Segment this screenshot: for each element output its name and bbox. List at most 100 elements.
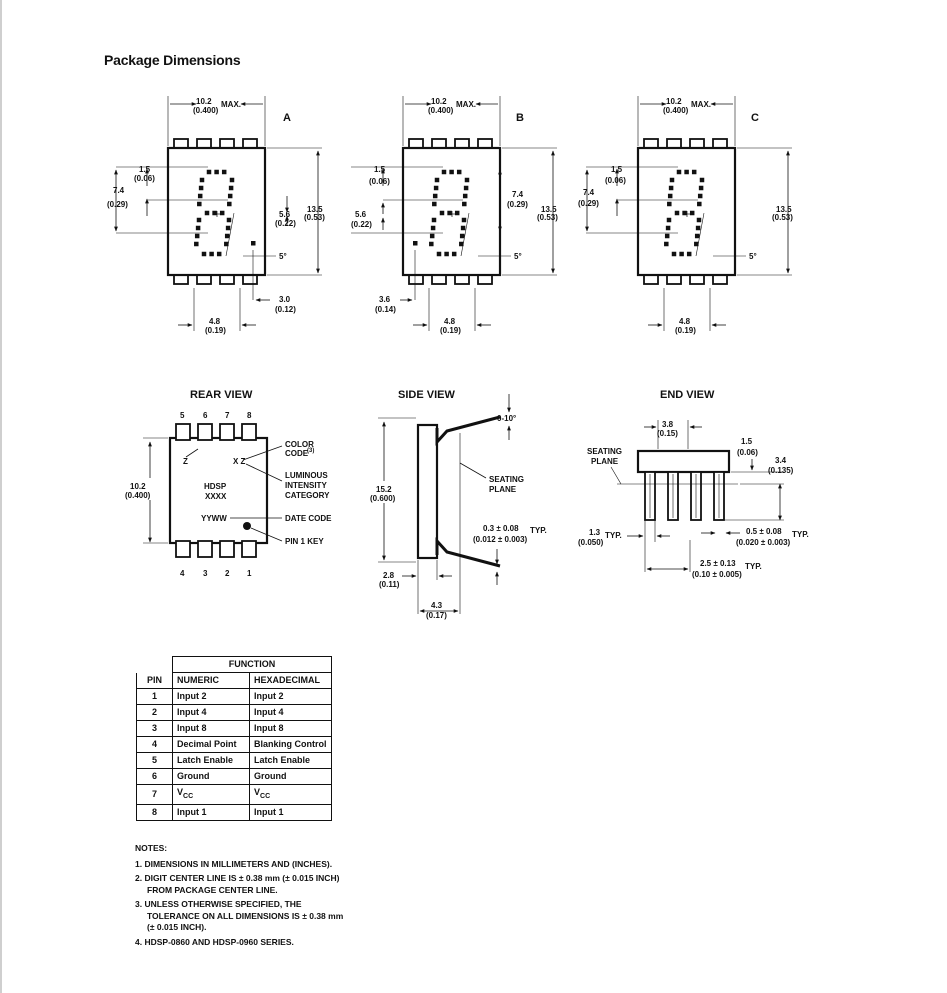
end-dim-pitch-in: (0.10 ± 0.005) (692, 570, 742, 579)
segment-dot (689, 210, 695, 216)
dim-digit-in-a: (0.29) (107, 200, 128, 209)
rear-body (168, 436, 269, 545)
dim-width-in-c: (0.400) (663, 106, 689, 115)
cell-text: 7 (151, 788, 157, 799)
side-view-title: SIDE VIEW (398, 389, 455, 401)
rear-bottom-pin (197, 540, 213, 558)
end-dim-r1-in: (0.06) (737, 448, 758, 457)
rear-top-pin (175, 423, 191, 441)
view-label-b: B (516, 112, 524, 124)
dim-top-a: 1.5 (139, 165, 151, 174)
segment-dot (686, 251, 692, 257)
cell-text: Ground (177, 771, 210, 781)
rear-pin-8: 8 (247, 411, 252, 420)
date-code: DATE CODE (285, 514, 332, 523)
rear-dim-w-in: (0.400) (125, 491, 151, 500)
dim-top-b: 1.5 (374, 165, 386, 174)
pin1-key: PIN 1 KEY (285, 537, 324, 546)
segment-dot (679, 251, 684, 257)
dim-pitch-c: 4.8 (679, 317, 691, 326)
col-pin-header: PIN (136, 672, 173, 689)
package-view-c (586, 96, 792, 331)
side-lead-top (435, 415, 501, 446)
dim-height-in-c: (0.53) (772, 213, 793, 222)
dim-height-in-b: (0.53) (537, 213, 558, 222)
segment-dot (696, 217, 702, 223)
dim-width-note-b: MAX. (456, 100, 476, 109)
segment-dot (229, 177, 235, 183)
lead-dim-in: (0.012 ± 0.003) (473, 535, 528, 544)
table-cell: 4 (136, 736, 173, 753)
cell-text: Input 4 (177, 707, 207, 717)
segment-dot (198, 185, 204, 191)
rear-top-pin (241, 423, 257, 441)
end-body (636, 449, 731, 474)
table-cell: Input 2 (172, 688, 250, 705)
slant-axis (225, 212, 235, 257)
table-cell: 1 (136, 688, 173, 705)
segment-dot (694, 233, 700, 239)
rear-top-pin (197, 423, 213, 441)
rear-pin-6: 6 (203, 411, 208, 420)
segment-dot (460, 225, 466, 231)
segment-dot (664, 241, 669, 247)
dim-width-in-a: (0.400) (193, 106, 219, 115)
segment-dot (432, 201, 437, 207)
cell-text: Input 1 (254, 806, 284, 817)
cell-text: Input 8 (254, 723, 284, 733)
lead-dim: 0.3 ± 0.08 (483, 524, 519, 533)
table-cell: Input 2 (249, 688, 332, 705)
note-3: 3. UNLESS OTHERWISE SPECIFIED, THE TOLER… (135, 899, 344, 932)
segment-dot (697, 193, 703, 199)
segment-dot (429, 233, 435, 239)
segment-dot (206, 169, 212, 175)
rear-pin-group (175, 423, 257, 558)
lum-2: INTENSITY (285, 481, 327, 490)
dim-slant-a: 5° (279, 252, 287, 261)
table-cell: Input 4 (249, 704, 332, 721)
side-angle: 0-10° (497, 414, 516, 423)
segment-dot (228, 185, 234, 191)
end-dim-top-in: (0.15) (657, 429, 678, 438)
dim-pitch-a: 4.8 (209, 317, 221, 326)
segment-dot (664, 233, 670, 239)
rear-xz: X Z (233, 457, 246, 466)
segment-dot (194, 241, 199, 247)
segment-dot (219, 210, 225, 216)
leader-z (185, 448, 199, 458)
dim-center-in-a: (0.22) (275, 219, 296, 228)
rear-pin-2: 2 (225, 569, 230, 578)
segment-dot (456, 169, 462, 175)
note-2: 2. DIGIT CENTER LINE IS ± 0.38 mm (± 0.0… (135, 873, 340, 895)
segment-dot (429, 241, 434, 247)
segment-dot (431, 217, 437, 223)
segment-dot (694, 241, 699, 247)
notes-block: NOTES: 1. DIMENSIONS IN MILLIMETERS AND … (135, 843, 352, 951)
end-seating-2: PLANE (591, 457, 619, 466)
segment-dot (447, 210, 452, 216)
dim-width-b: 10.2 (431, 97, 447, 106)
rear-pin-7: 7 (225, 411, 230, 420)
end-dim-top: 3.8 (662, 420, 674, 429)
dim-center-in-b: (0.22) (351, 220, 372, 229)
segment-dot (433, 185, 439, 191)
end-dim-lead: 0.5 ± 0.08 (746, 527, 782, 536)
table-cell: Input 4 (172, 704, 250, 721)
color-code-1: COLOR (285, 440, 314, 449)
rear-pin-5: 5 (180, 411, 185, 420)
dim-pitch-in-c: (0.19) (675, 326, 696, 335)
dim-center-b: 5.6 (355, 210, 367, 219)
end-dim-lead-typ: TYP. (792, 530, 809, 539)
side-dim-h-in: (0.600) (370, 494, 396, 503)
segment-dot (436, 251, 442, 257)
cell-text: Input 1 (177, 806, 207, 817)
dim-top-c: 1.5 (611, 165, 623, 174)
cell-text: Input 2 (254, 691, 284, 701)
segment-dot (449, 169, 454, 175)
view-label-a: A (283, 112, 291, 124)
segment-dot (227, 201, 232, 207)
end-dim-r1: 1.5 (741, 437, 753, 446)
